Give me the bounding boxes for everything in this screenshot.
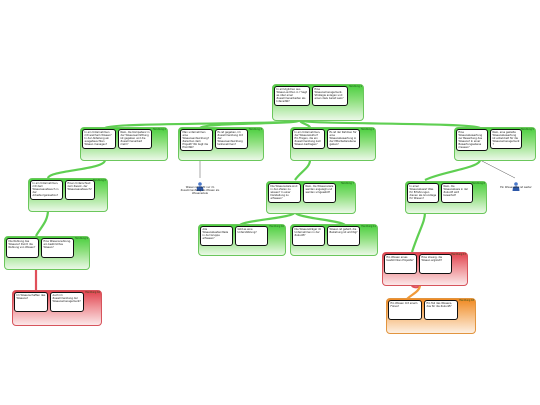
person-icon (196, 176, 204, 191)
node-question: In ein Unternehmen, der Wissenskultur? E… (292, 129, 325, 149)
node-tag: Handlung 5 (520, 128, 534, 131)
node-question: In einer Wissensbasis? Was für Erfahrung… (407, 183, 439, 203)
node-question: Die Wissensziele sind in den Zielen zu w… (268, 183, 301, 203)
node-level2-a[interactable]: In ein Unternehmen, mit dem Wissensausta… (28, 178, 108, 212)
node-tag: Handlung 18 (459, 299, 474, 302)
node-root[interactable]: In ermöglichen aus Wissen-sichten in ? S… (272, 84, 364, 121)
node-level3-red-b[interactable]: Ein Wissen eines bestimmten Projekts? Ei… (382, 252, 468, 286)
connector (424, 159, 482, 181)
node-question: Ein Wissen mit einem Fokus? (388, 300, 422, 320)
node-question: Ein Wissen eines bestimmten Projekts? (384, 254, 417, 274)
node-answer: Nein, die Wissensziele werden angelegt u… (303, 183, 336, 203)
node-level4-orange[interactable]: Ein Wissen mit einem Fokus? Ein Teil des… (386, 298, 476, 334)
node-level1-d[interactable]: Eine Wissensbewertung zur Bewertung des … (454, 127, 536, 161)
node-answer: Nein, die Kompetenz in der Wissensermitt… (118, 129, 152, 149)
node-question: Alle Wissensbestandteile in der Gruppe e… (200, 226, 233, 246)
node-question: In ein Unternehmen, mit dem Wissensausta… (30, 180, 63, 200)
node-tag: Handlung 1 (348, 85, 362, 88)
connectors (35, 118, 482, 253)
person-icon (512, 176, 520, 191)
node-tag: Handlung 6 (92, 179, 106, 182)
node-tag: Handlung 17 (451, 253, 466, 256)
node-level3-a[interactable]: Die Nutzung des Wissens? Durch die Nutzu… (4, 236, 90, 270)
node-answer: Eine Lösung, die Wissen ergänzt? (419, 254, 452, 274)
node-level2-c[interactable]: In einer Wissensbasis? Was für Erfahrung… (405, 181, 487, 214)
connector (298, 118, 481, 130)
node-level4-red-a[interactable]: Im Wissenschaften des Wissens? Auch im Z… (12, 290, 102, 326)
connector (35, 209, 50, 237)
node-answer: Eine Wissensnutzung, ein bestimmtes Wiss… (41, 238, 74, 258)
node-answer: Wissen ist geteilt, die Beziehung ist wi… (327, 226, 360, 246)
node-tag: Handlung 8 (471, 182, 485, 185)
node-question: Die Wissensträger im Unternehmen in der … (292, 226, 325, 246)
node-tag: Handlung 11 (361, 225, 376, 228)
node-answer: Gibt es eine Unterstützung? (235, 226, 268, 246)
connector (479, 159, 516, 179)
node-level2-b[interactable]: Die Wissensziele sind in den Zielen zu w… (266, 181, 356, 214)
node-level1-a[interactable]: In ein Unternehmen mit welchem Wissen? I… (80, 127, 168, 161)
node-question: Die Nutzung des Wissens? Durch die Nutzu… (6, 238, 39, 258)
node-question: Eine Wissensbewertung zur Bewertung des … (456, 129, 488, 151)
person-label: Wissen ist nicht nur im Zusammenhang als… (180, 186, 220, 195)
node-tag: Handlung 9 (74, 237, 88, 240)
node-answer: Nein, die Wissensbasis in der Zukunft wi… (441, 183, 473, 203)
connector (46, 159, 107, 179)
node-question: Im Wissenschaften des Wissens? (14, 292, 48, 312)
node-tag: Handlung 16 (85, 291, 100, 294)
connectors-red (34, 268, 422, 292)
node-tag: Handlung 7 (340, 182, 354, 185)
node-level1-b[interactable]: Man unternehmen eine Wissensentwicklung?… (178, 127, 264, 161)
node-level3-b[interactable]: Alle Wissensbestandteile in der Gruppe e… (198, 224, 286, 256)
node-answer: Ein Teil des Wissens, das für die Zukunf… (424, 300, 458, 320)
node-question: In ein Unternehmen mit welchem Wissen? I… (82, 129, 116, 149)
node-tag: Handlung 2 (152, 128, 166, 131)
node-answer: Einen Unterschied zum Zweck, der Wissens… (65, 180, 95, 200)
node-answer: Es ist gegeben, im Zusammenhang mit der … (215, 129, 248, 149)
node-tag: Handlung 4 (360, 128, 374, 131)
node-answer: Nein, eine gezielte Wissensbewertung ist… (490, 129, 522, 149)
node-question: In ermöglichen aus Wissen-sichten in ? S… (274, 86, 310, 106)
thin-connectors (199, 159, 516, 179)
connector (410, 211, 427, 253)
node-tag: Handlung 10 (269, 225, 284, 228)
node-tag: Handlung 3 (248, 128, 262, 131)
node-answer: Es ist der Rahmen für eine Wissensbewert… (327, 129, 360, 149)
connector (199, 118, 302, 130)
node-level1-c[interactable]: In ein Unternehmen, der Wissenskultur? E… (290, 127, 376, 161)
node-question: Man unternehmen eine Wissensentwicklung?… (180, 129, 213, 151)
node-level3-c[interactable]: Die Wissensträger im Unternehmen in der … (290, 224, 378, 256)
node-answer: Auch im Zusammenhang der Wissensmanageme… (50, 292, 84, 312)
person-label: Ein Wissensziel ist weiter (500, 186, 532, 189)
connector (294, 159, 312, 181)
node-answer: Eine Wissensmanagement-Strategie anlegen… (312, 86, 348, 106)
